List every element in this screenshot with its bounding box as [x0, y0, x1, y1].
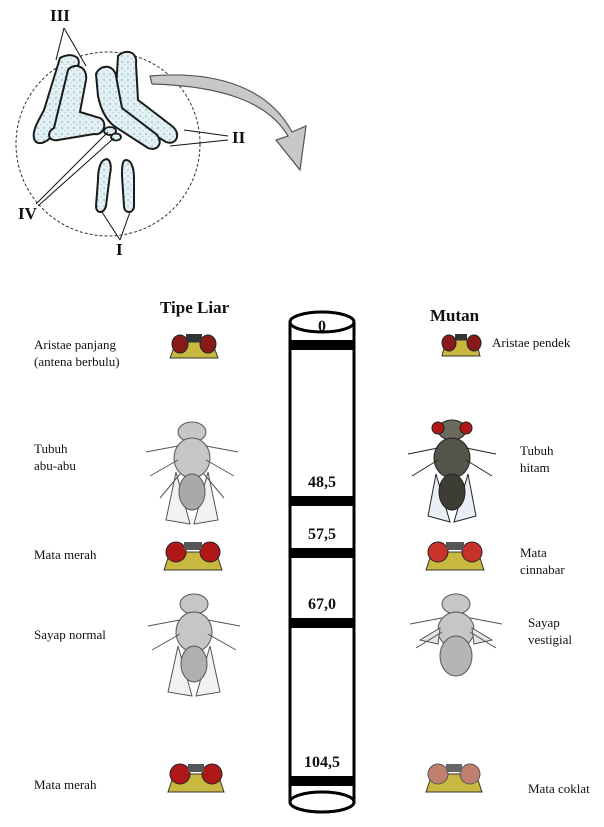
wild-trait-eye-1: Mata merah — [34, 546, 96, 563]
mutant-trait-wing: Sayap vestigial — [528, 614, 572, 648]
curved-arrow-icon — [150, 75, 306, 170]
black-fly-icon — [408, 420, 496, 522]
label-III: III — [50, 6, 70, 26]
locus-band-0 — [290, 340, 354, 350]
chromosome-map-bar — [290, 312, 354, 812]
wild-trait-body: Tubuh abu-abu — [34, 440, 76, 474]
map-position-104-5: 104,5 — [287, 754, 357, 772]
wild-trait-wing: Sayap normal — [34, 626, 106, 643]
grey-fly-icon — [146, 422, 238, 524]
vestigial-wing-fly-icon — [410, 594, 502, 676]
header-wild-type: Tipe Liar — [160, 298, 229, 318]
map-position-48-5: 48,5 — [287, 474, 357, 492]
red-eye-head-icon — [164, 542, 222, 570]
cinnabar-eye-head-icon — [426, 542, 484, 570]
locus-band-104-5 — [290, 776, 354, 786]
brown-eye-head-icon — [426, 764, 482, 792]
map-position-67-0: 67,0 — [287, 596, 357, 614]
locus-band-67-0 — [290, 618, 354, 628]
chromosome-I-b — [122, 160, 134, 212]
map-position-57-5: 57,5 — [287, 526, 357, 544]
mutant-trait-eye-2: Mata coklat — [528, 780, 590, 797]
wild-trait-eye-2: Mata merah — [34, 776, 96, 793]
label-IV: IV — [18, 204, 37, 224]
locus-band-57-5 — [290, 548, 354, 558]
chromosome-I-a — [96, 159, 111, 212]
label-II: II — [232, 128, 245, 148]
red-eye-head-icon-2 — [168, 764, 224, 792]
mutant-trait-aristae: Aristae pendek — [492, 334, 570, 351]
mutant-trait-eye-1: Mata cinnabar — [520, 544, 565, 578]
mutant-trait-body: Tubuh hitam — [520, 442, 553, 476]
eye-head-small-icon — [442, 334, 481, 356]
locus-band-48-5 — [290, 496, 354, 506]
map-position-0: 0 — [287, 318, 357, 336]
normal-wing-fly-icon — [148, 594, 240, 696]
label-I: I — [116, 240, 123, 260]
header-mutant: Mutan — [430, 306, 479, 326]
eye-head-icon — [170, 334, 218, 358]
wild-trait-aristae: Aristae panjang (antena berbulu) — [34, 336, 120, 370]
